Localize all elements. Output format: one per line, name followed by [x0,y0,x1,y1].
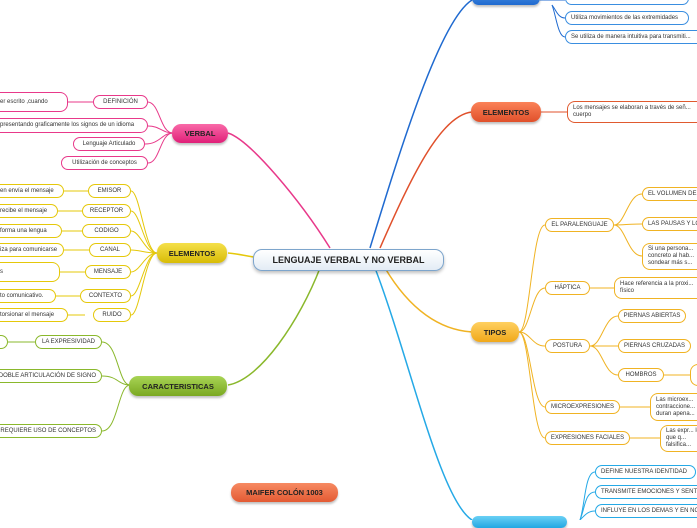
verbal-definicion-text[interactable]: ...er escrito ,cuando [0,92,68,112]
topic-caracteristicas[interactable]: CARACTERISTICAS [129,376,227,396]
elem-mensaje-text[interactable]: ...s [0,262,60,282]
tipos-microexpresiones[interactable]: MICROEXPRESIONES [545,400,620,414]
central-topic[interactable]: LENGUAJE VERBAL Y NO VERBAL [253,249,444,271]
top-item-intuitiva[interactable]: Se utiliza de manera intuitiva para tran… [565,30,697,44]
topic-tipos[interactable]: TIPOS [471,322,519,342]
micro-text[interactable]: Las microex... contraccione... duran ape… [650,393,697,421]
elem-emisor-text[interactable]: ...en envía el mensaje [0,184,64,198]
topic-elementos-left[interactable]: ELEMENTOS [157,243,227,263]
carac-expresividad[interactable]: LA EXPRESIVIDAD [35,335,102,349]
bottom-influye[interactable]: INFLUYE EN LOS DEMAS Y EN NO... [595,504,697,518]
carac-doble-articulacion[interactable]: DOBLE ARTICULACIÓN DE SIGNO [0,369,102,383]
elem-canal-text[interactable]: ...iza para comunicarse [0,243,64,257]
top-item-cutoff[interactable] [565,0,689,5]
tipos-postura[interactable]: POSTURA [545,339,590,353]
elem-contexto-text[interactable]: ...to comunicativo. [0,289,56,303]
para-persona[interactable]: Si una persona... concreto al hab... son… [642,243,697,270]
elem-ruido-text[interactable]: ...torsionar el mensaje [0,308,68,322]
elem-receptor-text[interactable]: ...recibe el mensaje [0,204,58,218]
elem-ruido[interactable]: RUIDO [93,308,131,322]
verbal-conceptos[interactable]: Utilización de conceptos [61,156,148,170]
hombros-text[interactable] [690,364,697,386]
topic-elementos-right[interactable]: ELEMENTOS [471,102,541,122]
para-pausas[interactable]: LAS PAUSAS Y LO... [642,217,697,231]
topic-verbal[interactable]: VERBAL [172,124,228,143]
faciales-text[interactable]: Las expr... lo que q... falsifica... [660,425,697,452]
postura-cruzadas[interactable]: PIERNAS CRUZADAS [618,339,691,353]
author-label: MAIFER COLÓN 1003 [231,483,338,502]
elem-codigo[interactable]: CODIGO [82,224,131,238]
verbal-articulado[interactable]: Lenguaje Articulado [73,137,145,151]
haptica-text[interactable]: Hace referencia a la proxi... físico [614,277,697,299]
elem-contexto[interactable]: CONTEXTO [80,289,131,303]
elem-mensaje[interactable]: MENSAJE [85,265,131,279]
postura-abiertas[interactable]: PIERNAS ABIERTAS [618,309,686,323]
topic-bottom-cutoff[interactable] [472,516,567,528]
bottom-identidad[interactable]: DEFINE NUESTRA IDENTIDAD [595,465,696,479]
elem-emisor[interactable]: EMISOR [88,184,131,198]
carac-conceptos[interactable]: REQUIERE USO DE CONCEPTOS [0,424,102,438]
elem-receptor[interactable]: RECEPTOR [82,204,131,218]
para-volumen[interactable]: EL VOLUMEN DE... [642,187,697,201]
postura-hombros[interactable]: HOMBROS [618,368,664,382]
top-item-extremidades[interactable]: Utiliza movimientos de las extremidades [565,11,689,25]
elementos-right-mensajes[interactable]: Los mensajes se elaboran a través de señ… [567,101,697,123]
tipos-paralenguaje[interactable]: EL PARALENGUAJE [545,218,614,232]
verbal-definicion[interactable]: DEFINICIÓN [93,95,148,109]
bottom-emociones[interactable]: TRANSMITE EMOCIONES Y SENTI... [595,485,697,499]
topic-top-cutoff[interactable] [472,0,540,5]
elem-codigo-text[interactable]: ...forma una lengua [0,224,62,238]
verbal-escrito[interactable]: ...presentando graficamente los signos d… [0,118,148,133]
elem-canal[interactable]: CANAL [89,243,131,257]
tipos-haptica[interactable]: HÁPTICA [545,281,590,295]
tipos-expresiones-faciales[interactable]: EXPRESIONES FACIALES [545,431,630,445]
